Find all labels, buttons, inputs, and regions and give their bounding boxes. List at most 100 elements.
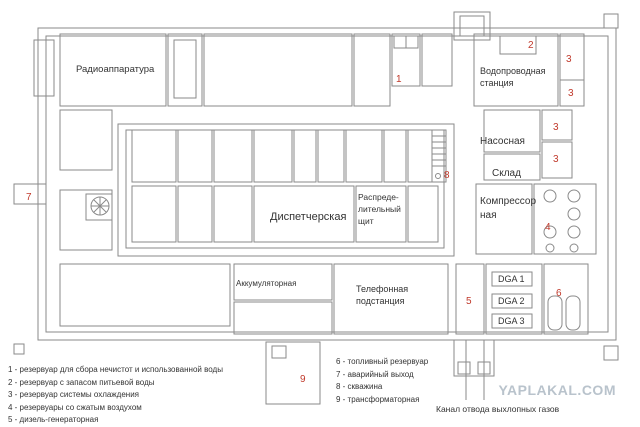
marker-3d: 3 <box>553 154 559 165</box>
room-radio-side-inner <box>173 39 197 99</box>
room-compressor <box>475 183 533 255</box>
label-dispatch: Диспетчерская <box>270 211 346 223</box>
left-spiral-box <box>85 193 113 221</box>
air-tank-2 <box>567 189 581 203</box>
marker-3c: 3 <box>553 122 559 133</box>
room-left-upper <box>59 109 113 171</box>
label-compressor-2: ная <box>480 210 497 221</box>
emergency-exit <box>13 183 47 205</box>
room-dga <box>485 263 543 335</box>
label-radio: Радиоаппаратура <box>76 64 155 75</box>
tank-2-box <box>499 35 537 55</box>
air-tank-3 <box>567 207 581 221</box>
marker-5: 5 <box>466 296 472 307</box>
cell-a <box>393 35 407 49</box>
room-transformer <box>265 341 321 405</box>
transformer-cell <box>271 345 287 359</box>
room-tank-1b <box>421 33 453 87</box>
fuel-tank-2 <box>565 295 581 331</box>
label-compressor-1: Компрессор <box>480 196 536 207</box>
room-air-tanks <box>533 183 597 255</box>
legend-right: 6 - топливный резервуар 7 - аварийный вы… <box>336 356 428 406</box>
office-10 <box>131 185 177 243</box>
label-dga3: DGA 3 <box>498 316 525 326</box>
office-8 <box>383 129 407 183</box>
air-tank-1 <box>543 189 557 203</box>
marker-8: 8 <box>444 170 450 181</box>
legend-item-5: 5 - дизель-генераторная <box>8 415 99 424</box>
fuel-tank-1 <box>547 295 563 331</box>
top-entrance-inner <box>459 15 485 37</box>
central-corridor <box>117 123 455 257</box>
corner-marker-tr <box>603 13 619 29</box>
marker-7: 7 <box>26 192 32 203</box>
label-distribution-3: щит <box>358 216 374 226</box>
air-tank-6 <box>545 243 555 253</box>
office-9 <box>407 129 433 183</box>
legend-item-9: 9 - трансформаторная <box>336 394 420 404</box>
room-top-narrow <box>353 33 391 107</box>
exhaust-caption: Канал отвода выхлопных газов <box>436 404 560 414</box>
office-3 <box>213 129 253 183</box>
room-battery-lower <box>233 301 333 335</box>
label-dga2: DGA 2 <box>498 296 525 306</box>
legend-item-1: 1 - резервуар для сбора нечистот и испол… <box>8 365 223 374</box>
room-fuel <box>543 263 589 335</box>
office-11 <box>177 185 213 243</box>
marker-4: 4 <box>545 222 551 233</box>
central-inner <box>125 129 445 249</box>
room-tank-1 <box>391 33 421 87</box>
label-pump: Насосная <box>480 136 525 147</box>
office-1 <box>131 129 177 183</box>
legend-item-6: 6 - топливный резервуар <box>336 357 429 366</box>
marker-3b: 3 <box>568 88 574 99</box>
air-tank-5 <box>567 225 581 239</box>
legend-item-7: 7 - аварийный выход <box>336 369 414 379</box>
well-stairs <box>431 129 447 183</box>
room-water-station <box>473 33 559 107</box>
office-5 <box>293 129 317 183</box>
office-2 <box>177 129 213 183</box>
air-tank-7 <box>569 243 579 253</box>
room-telephone <box>333 263 449 335</box>
label-water-station-2: станция <box>480 78 514 88</box>
tank-3d-box <box>541 141 573 179</box>
legend-item-8: 8 - скважина <box>336 382 383 391</box>
marker-9: 9 <box>300 374 306 385</box>
tank-3c-box <box>541 109 573 141</box>
label-water-station-1: Водопроводная <box>480 66 546 76</box>
well-icon <box>435 173 441 179</box>
watermark: YAPLAKAL.COM <box>498 382 616 398</box>
dga-1-box <box>491 271 533 287</box>
office-13 <box>407 185 439 243</box>
label-distribution-1: Распреде- <box>358 192 399 202</box>
air-tank-4 <box>543 225 557 239</box>
legend-left: 1 - резервуар для сбора нечистот и испол… <box>8 364 223 427</box>
label-dga1: DGA 1 <box>498 274 525 284</box>
label-distribution-2: лительный <box>358 204 401 214</box>
room-storage <box>483 153 541 181</box>
exhaust-channel <box>453 339 495 377</box>
left-stair-block <box>33 39 55 97</box>
room-bottom-left <box>59 263 231 327</box>
label-telephone-1: Телефонная <box>356 284 408 294</box>
label-telephone-2: подстанция <box>356 296 405 306</box>
room-radio-side <box>167 33 203 107</box>
room-radio <box>59 33 167 107</box>
office-7 <box>345 129 383 183</box>
label-battery: Аккумуляторная <box>236 279 296 288</box>
room-dispatch <box>253 185 355 243</box>
room-dg <box>455 263 485 335</box>
room-top-center <box>203 33 353 107</box>
room-pump <box>483 109 541 153</box>
dga-2-box <box>491 293 533 309</box>
top-entrance-block <box>453 11 491 41</box>
corner-marker-br <box>603 345 619 361</box>
marker-2: 2 <box>528 40 534 51</box>
dga-3-box <box>491 313 533 329</box>
room-distribution <box>355 185 407 243</box>
room-tanks-3-top <box>559 33 585 107</box>
cell-b <box>405 35 419 49</box>
office-6 <box>317 129 345 183</box>
legend-item-4: 4 - резервуары со сжатым воздухом <box>8 402 142 412</box>
